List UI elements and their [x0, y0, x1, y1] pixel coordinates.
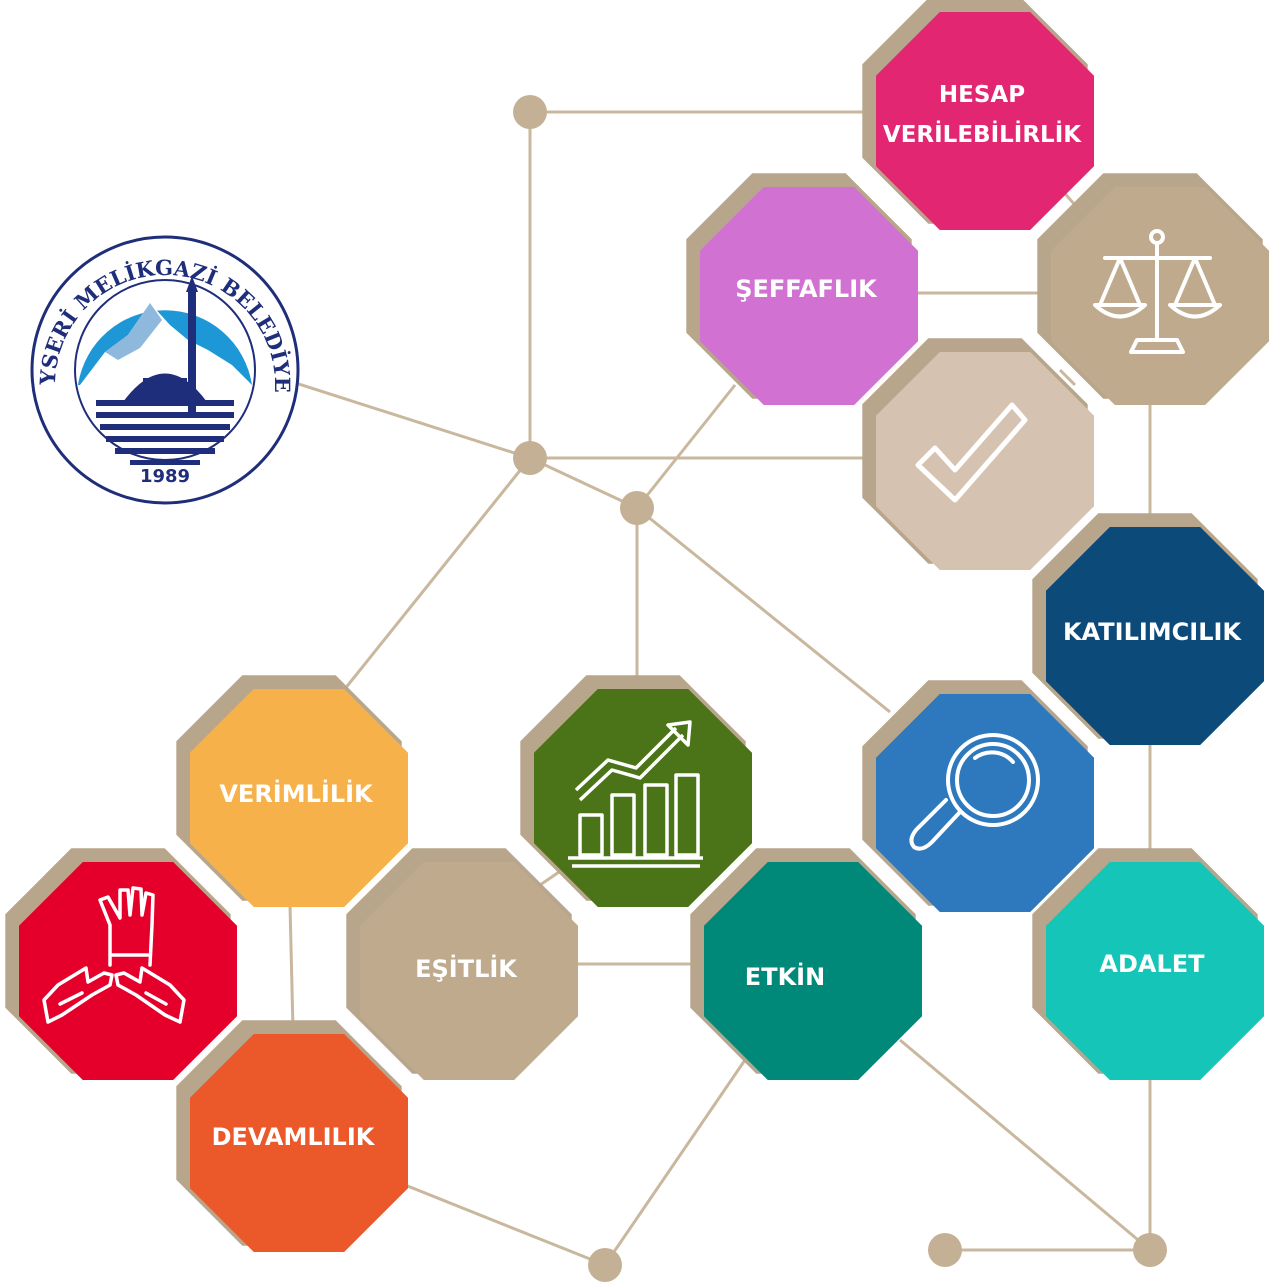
octagon-hands-icon — [5, 848, 237, 1080]
network-dot — [588, 1248, 622, 1282]
octagon-katilimcilik — [1032, 513, 1264, 745]
network-dot — [513, 441, 547, 475]
scales-of-justice-icon — [1093, 229, 1222, 354]
octagon-adalet-icon — [1037, 173, 1269, 405]
octagon-face — [1046, 862, 1264, 1080]
octagon-adalet — [1032, 848, 1264, 1080]
octagon-face — [704, 862, 922, 1080]
octagon-face — [1046, 527, 1264, 745]
octagon-face — [190, 689, 408, 907]
etkin-label: ETKİN — [745, 962, 825, 991]
network-dot — [1133, 1233, 1167, 1267]
devamlilik-label: DEVAMLILIK — [212, 1123, 376, 1151]
network-dot — [928, 1233, 962, 1267]
octagon-face — [876, 352, 1094, 570]
octagon-check-icon — [862, 338, 1094, 570]
octagon-esitlik — [346, 848, 578, 1080]
octagon-verimlilik — [176, 675, 408, 907]
octagon-devamlilik — [176, 1020, 408, 1252]
octagon-face — [534, 689, 752, 907]
connector-dots — [513, 95, 1167, 1282]
octagon-face — [360, 862, 578, 1080]
connector-lines — [279, 110, 1152, 1267]
node-labels: HESAP VERİLEBİLİRLİK ŞEFFAFLIK KATILIMCI… — [212, 82, 1243, 1151]
logo-year: 1989 — [140, 466, 190, 487]
octagon-hesap — [862, 0, 1094, 230]
octagon-seffaflik — [686, 173, 918, 405]
adalet-label: ADALET — [1099, 950, 1205, 978]
municipality-logo: KAYSERİ MELİKGAZİ BELEDİYESİ 1989 — [0, 0, 300, 505]
check-mark-icon — [915, 402, 1028, 503]
octagon-face — [1051, 187, 1269, 405]
network-dot — [513, 95, 547, 129]
octagon-face — [876, 12, 1094, 230]
octagon-face — [700, 187, 918, 405]
octagon-face — [19, 862, 237, 1080]
hesap-label-line2: VERİLEBİLİRLİK — [883, 120, 1082, 148]
octagon-etkin — [690, 848, 922, 1080]
octagon-face — [876, 694, 1094, 912]
octagon-face — [190, 1034, 408, 1252]
hesap-label-line1: HESAP — [939, 82, 1025, 108]
octagon-search-icon — [862, 680, 1094, 912]
katilimcilik-label: KATILIMCILIK — [1063, 618, 1242, 646]
growth-chart-icon — [568, 720, 703, 868]
magnifier-icon — [909, 733, 1040, 851]
octagon-chart-icon — [520, 675, 752, 907]
seffaflik-label: ŞEFFAFLIK — [735, 275, 878, 303]
helping-hands-icon — [42, 886, 186, 1024]
network-dot — [620, 491, 654, 525]
verimlilik-label: VERİMLİLİK — [219, 779, 374, 808]
esitlik-label: EŞİTLİK — [415, 954, 518, 983]
